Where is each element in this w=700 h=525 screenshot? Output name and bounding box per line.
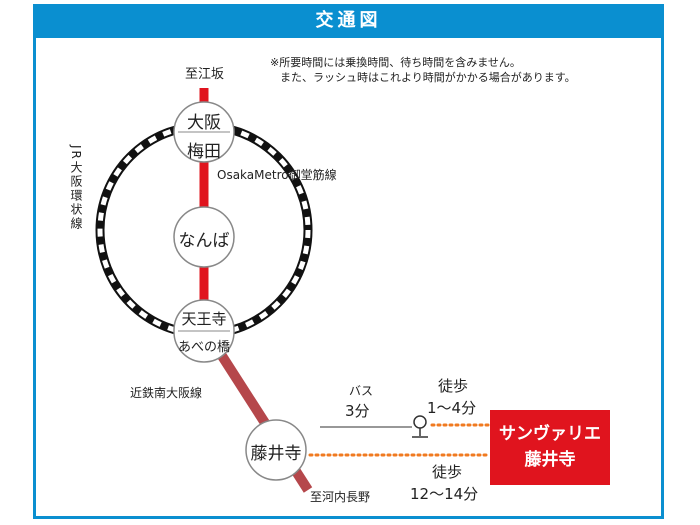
- direction-north: 至江坂: [185, 67, 225, 82]
- destination-name: サンヴァリエ: [499, 424, 601, 444]
- destination-box: サンヴァリエ 藤井寺: [490, 410, 610, 485]
- walk1-label: 徒歩: [438, 377, 469, 395]
- note-line-2: また、ラッシュ時はこれより時間がかかる場合があります。: [280, 71, 576, 84]
- direction-south: 至河内長野: [310, 490, 371, 504]
- destination-area: 藤井寺: [524, 450, 576, 470]
- station-namba-marker: [173, 206, 235, 268]
- bus-label: バス: [349, 384, 374, 398]
- station-tennoji: 天王寺: [181, 310, 227, 328]
- station-abenobashi: あべの橋: [177, 340, 230, 355]
- note-line-1: ※所要時間には乗換時間、待ち時間を含みません。: [270, 56, 521, 69]
- station-fujiidera-marker: [245, 419, 307, 481]
- metro-line-label: OsakaMetro御堂筋線: [217, 168, 337, 182]
- walk2-label: 徒歩: [432, 463, 463, 481]
- walk2-time: 12〜14分: [410, 485, 479, 503]
- bus-time: 3分: [345, 402, 370, 420]
- bus-stop-icon: [412, 415, 428, 438]
- kintetsu-line-label: 近鉄南大阪線: [130, 386, 203, 400]
- station-fujiidera: 藤井寺: [250, 444, 302, 464]
- station-umeda: 梅田: [187, 142, 221, 162]
- station-namba: なんば: [178, 231, 230, 251]
- station-osaka: 大阪: [187, 113, 221, 133]
- map-title: 交通図: [33, 4, 664, 38]
- walk1-time: 1〜4分: [427, 399, 477, 417]
- jr-line-label: JR大阪環状線: [69, 145, 83, 231]
